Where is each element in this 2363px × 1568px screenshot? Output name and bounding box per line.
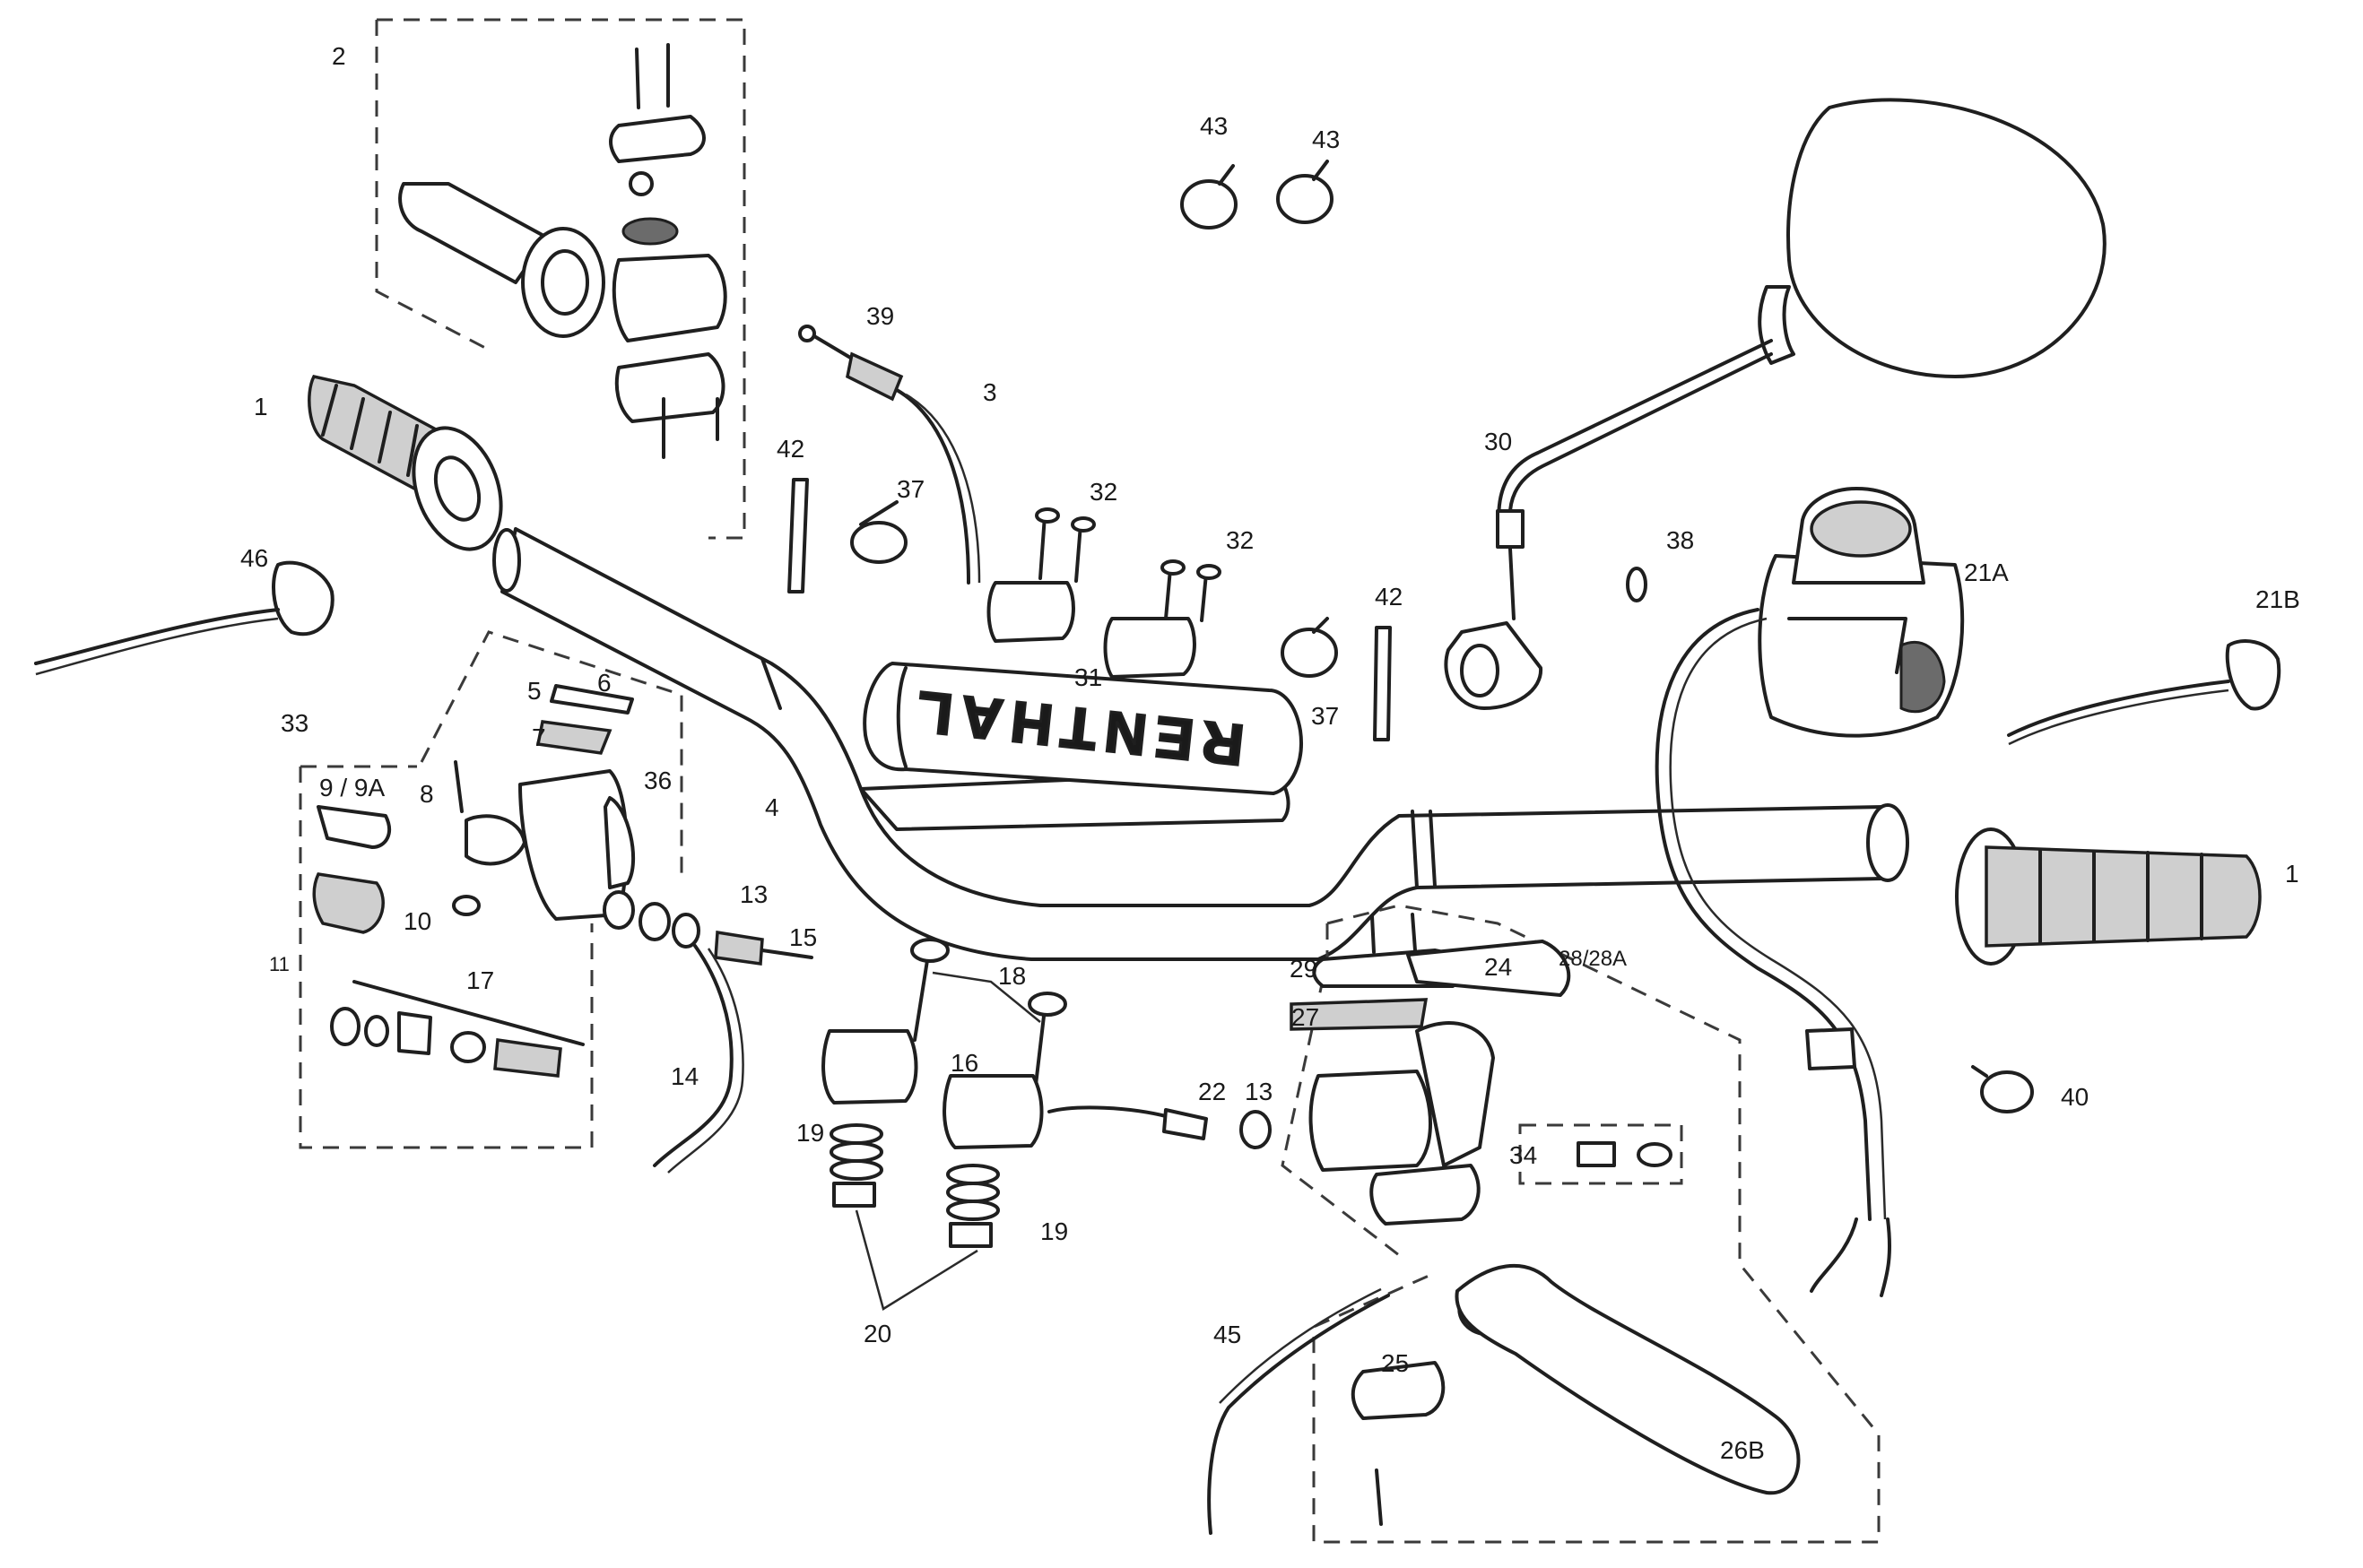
connector-21b <box>2007 639 2281 746</box>
label-37-right: 37 <box>1311 702 1339 730</box>
label-21b: 21B <box>2255 585 2300 613</box>
label-10: 10 <box>404 907 431 935</box>
label-38: 38 <box>1666 526 1694 554</box>
mirror <box>1444 98 2107 710</box>
label-28-28a: 28/28A <box>1559 947 1627 971</box>
label-11: 11 <box>269 953 290 975</box>
label-13-right: 13 <box>1245 1078 1273 1105</box>
label-39: 39 <box>866 302 894 330</box>
label-34: 34 <box>1509 1141 1537 1169</box>
label-36: 36 <box>644 767 672 794</box>
label-19-left: 19 <box>796 1119 824 1147</box>
label-29: 29 <box>1290 955 1317 983</box>
bar-clamps-lower <box>821 938 1067 1311</box>
label-1-left: 1 <box>254 393 268 420</box>
label-26b: 26B <box>1720 1436 1765 1464</box>
clutch-assembly <box>299 630 813 1174</box>
label-33: 33 <box>281 709 308 737</box>
label-24: 24 <box>1484 953 1512 981</box>
throttle-assembly <box>375 18 746 540</box>
label-37-left: 37 <box>897 475 925 503</box>
label-27: 27 <box>1291 1003 1319 1031</box>
throttle-cable <box>798 325 981 585</box>
label-21a: 21A <box>1964 559 2009 586</box>
left-grip <box>308 374 503 551</box>
part-number-labels: 1 1 2 3 4 5 6 7 8 9 / 9A 10 11 13 13 14 … <box>240 42 2300 1464</box>
brake-line <box>1047 1105 1272 1149</box>
label-16: 16 <box>951 1049 978 1077</box>
label-32-right: 32 <box>1226 526 1254 554</box>
label-7: 7 <box>532 723 546 751</box>
label-40: 40 <box>2061 1083 2089 1111</box>
label-14: 14 <box>671 1062 699 1090</box>
cable-tie-right <box>1281 567 1647 741</box>
switch-assembly <box>1655 487 1965 1297</box>
hose-clips-43 <box>1180 160 1334 230</box>
label-45: 45 <box>1213 1321 1241 1348</box>
label-5: 5 <box>527 677 542 705</box>
label-9-9a: 9 / 9A <box>319 774 385 801</box>
right-grip <box>1955 827 2262 966</box>
label-42-right: 42 <box>1375 583 1403 611</box>
label-20: 20 <box>864 1320 891 1347</box>
label-42-left: 42 <box>777 435 804 463</box>
label-8: 8 <box>420 780 434 808</box>
label-18: 18 <box>998 962 1026 990</box>
label-43-right: 43 <box>1312 126 1340 153</box>
label-4: 4 <box>765 793 779 821</box>
label-13-left: 13 <box>740 880 768 908</box>
cable-tie-left <box>787 478 908 593</box>
label-43-left: 43 <box>1200 112 1228 140</box>
label-46: 46 <box>240 544 268 572</box>
label-17: 17 <box>466 966 494 994</box>
bar-pad: RENTHAL <box>863 662 1303 795</box>
label-6: 6 <box>597 669 612 697</box>
brake-master-assembly <box>1207 904 1881 1544</box>
bar-clamps-top <box>986 507 1221 679</box>
label-22: 22 <box>1198 1078 1226 1105</box>
label-3: 3 <box>983 378 997 406</box>
clip-40 <box>1971 1065 2034 1113</box>
label-1-right: 1 <box>2285 860 2299 888</box>
label-31: 31 <box>1074 663 1102 691</box>
connector-46 <box>34 560 334 676</box>
label-25: 25 <box>1381 1349 1409 1377</box>
label-2: 2 <box>332 42 346 70</box>
label-15: 15 <box>789 923 817 951</box>
label-19-right: 19 <box>1040 1217 1068 1245</box>
label-30: 30 <box>1484 428 1512 455</box>
label-32-left: 32 <box>1090 478 1117 506</box>
